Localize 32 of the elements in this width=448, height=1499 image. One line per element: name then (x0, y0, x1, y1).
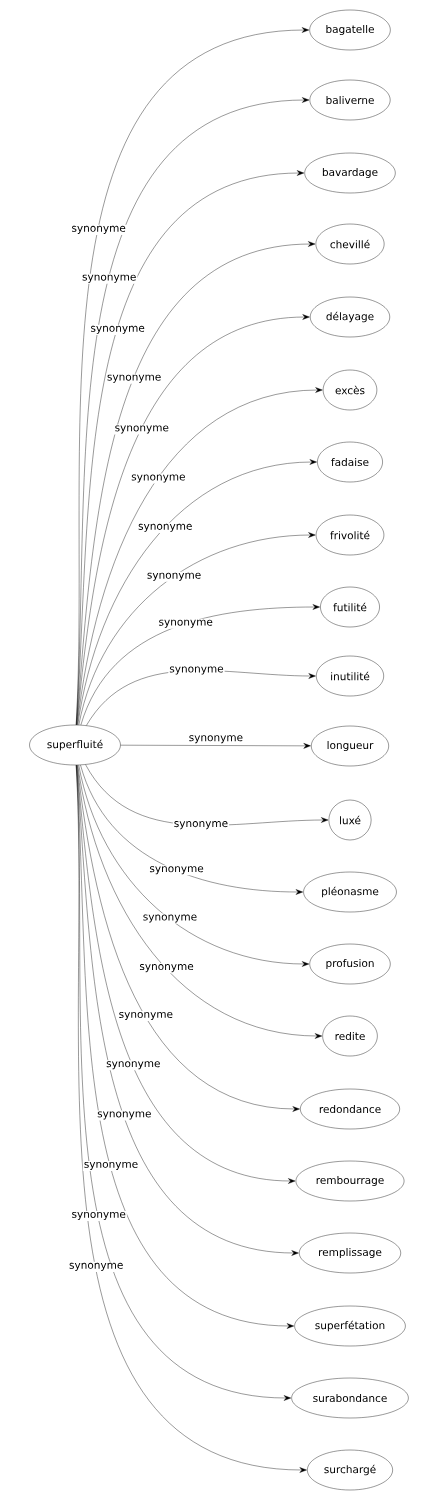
edge-label: synonyme (81, 273, 138, 284)
edge-label: synonyme (117, 1011, 174, 1022)
edge-label: synonyme (172, 820, 230, 831)
edge-label: synonyme (148, 865, 205, 876)
edge-label: synonyme (141, 913, 199, 924)
edge-label: synonyme (89, 324, 146, 335)
arrow (76, 314, 310, 726)
edge-label: synonyme (70, 224, 127, 235)
arrow (78, 532, 316, 726)
edge-label: synonyme (145, 571, 203, 582)
arrow (77, 387, 323, 726)
edge-label: synonyme (96, 1110, 153, 1121)
arrow (78, 764, 310, 967)
edge-label: synonyme (138, 963, 195, 974)
edge-label: synonyme (113, 424, 170, 435)
edge-label: synonyme (68, 1261, 125, 1272)
edge-label: synonyme (82, 1160, 140, 1171)
edge-label: synonyme (105, 373, 163, 384)
arrow (77, 459, 317, 726)
edge-label: synonyme (168, 665, 225, 676)
arrow (75, 765, 307, 1473)
edge-label: synonyme (137, 522, 194, 533)
arrow (120, 743, 311, 749)
edge-label: synonyme (157, 618, 214, 629)
arrow (80, 604, 320, 726)
edge-label: synonyme (70, 1210, 127, 1221)
arrow (80, 764, 303, 895)
arrow (77, 764, 323, 1039)
edge-label: synonyme (187, 734, 245, 745)
edge-label: synonyme (105, 1060, 162, 1071)
arrow (76, 765, 296, 1184)
edge-label: synonyme (130, 473, 187, 484)
